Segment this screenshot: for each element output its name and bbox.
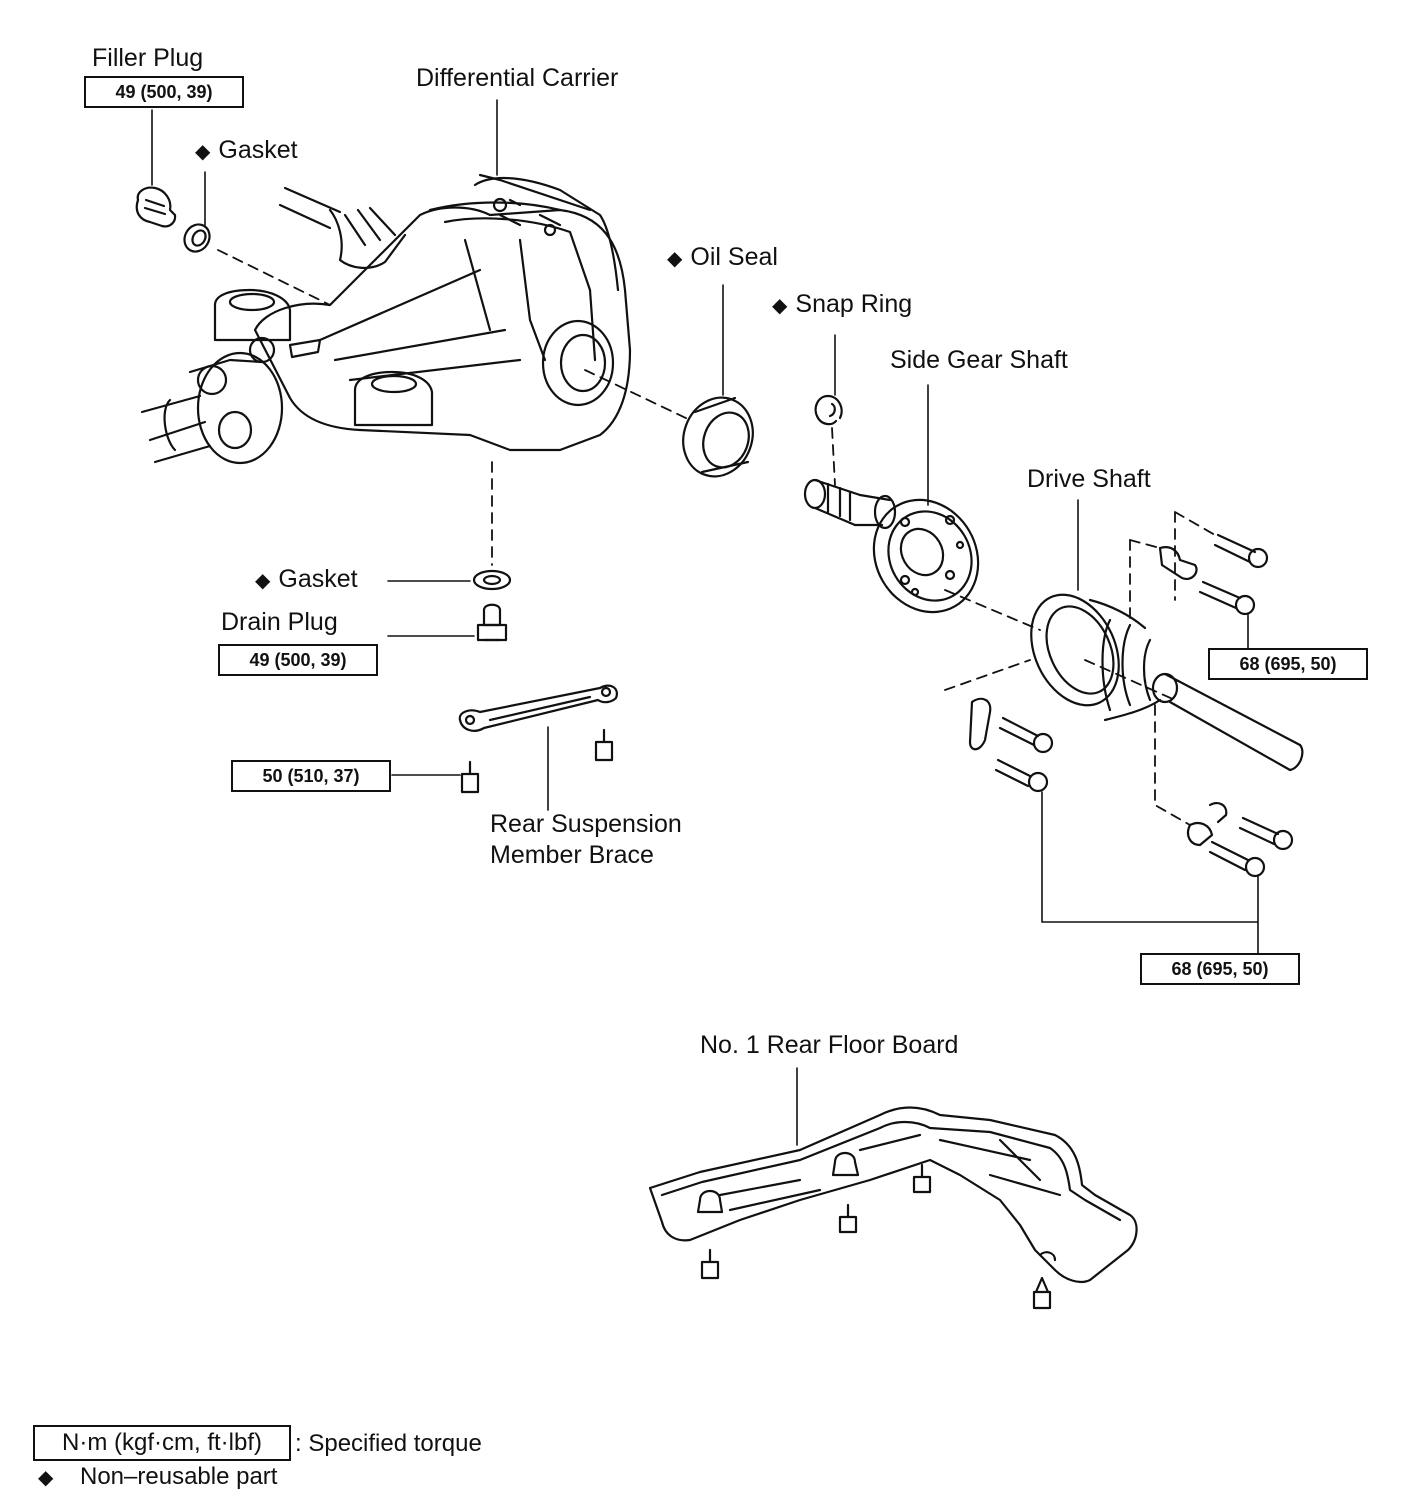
legend-torque-desc: : Specified torque [295,1430,482,1457]
gasket-bottom-callout: ◆ Gasket [255,567,358,592]
leader-lines [151,99,1259,1146]
drain-plug-label: Drain Plug [221,608,338,636]
filler-gasket-drawing [183,223,211,253]
side-gear-shaft-label: Side Gear Shaft [890,346,1068,374]
snap-ring-label: Snap Ring [795,290,913,318]
drive-shaft-lower-torque: 68 (695, 50) [1140,953,1300,985]
drive-shaft-label: Drive Shaft [1027,465,1151,493]
differential-carrier-drawing [140,173,632,465]
brace-bolts [460,728,614,794]
drain-plug-drawing [476,603,508,642]
oil-seal-drawing [682,396,754,478]
legend-non-reusable-desc: Non–reusable part [80,1463,278,1490]
legend-non-reusable-icon: ◆ [38,1467,54,1489]
drain-gasket-drawing [472,569,512,591]
floor-board-drawing [648,1106,1138,1284]
oil-seal-callout: ◆ Oil Seal [667,245,778,270]
non-reusable-icon: ◆ [195,141,211,163]
brace-drawing [458,684,618,732]
gasket-top-label: Gasket [218,136,298,164]
snap-ring-callout: ◆ Snap Ring [772,292,912,317]
drive-shaft-upper-torque: 68 (695, 50) [1208,648,1368,680]
rear-suspension-label-line1: Rear Suspension [490,810,682,838]
rear-floor-board-label: No. 1 Rear Floor Board [700,1031,959,1059]
floor-board-bolts [700,1163,1052,1310]
side-gear-shaft-drawing [803,478,980,614]
rear-suspension-label-line2: Member Brace [490,841,654,869]
brace-bolt-torque: 50 (510, 37) [231,760,391,792]
gasket-top-callout: ◆ Gasket [195,138,298,163]
snap-ring-drawing [814,394,843,426]
drain-plug-torque: 49 (500, 39) [218,644,378,676]
drive-shaft-bolts [994,533,1294,878]
drive-shaft-drawing [968,533,1304,878]
filler-plug-torque: 49 (500, 39) [84,76,244,108]
differential-carrier-label: Differential Carrier [416,64,619,92]
filler-plug-label: Filler Plug [92,44,204,72]
oil-seal-label: Oil Seal [690,243,778,271]
non-reusable-icon: ◆ [667,248,683,270]
non-reusable-icon: ◆ [255,570,271,592]
assembly-dashed-lines [217,249,1216,826]
legend-torque-unit: N·m (kgf·cm, ft·lbf) [33,1425,291,1461]
gasket-bottom-label: Gasket [278,565,358,593]
filler-plug-drawing [135,186,177,228]
non-reusable-icon: ◆ [772,295,788,317]
